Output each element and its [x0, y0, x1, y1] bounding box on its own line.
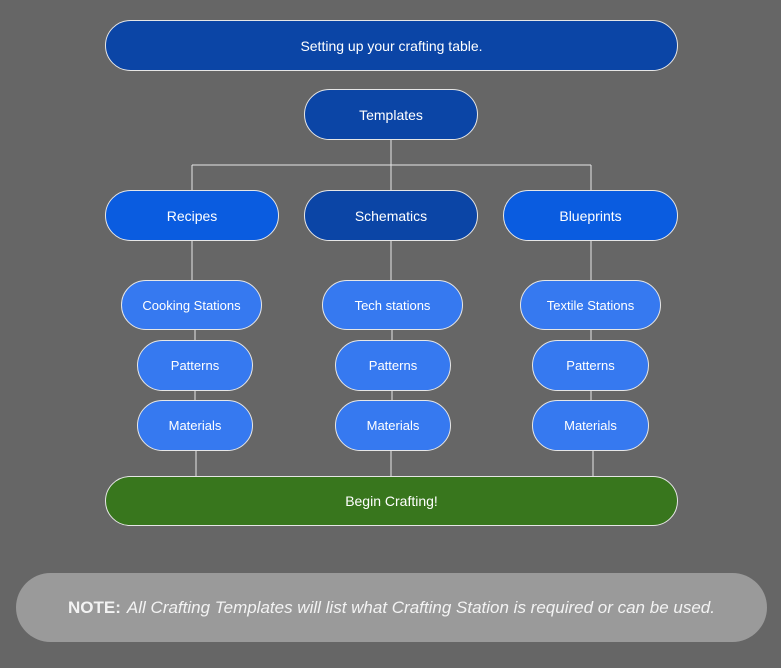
title-node: Setting up your crafting table. [105, 20, 678, 71]
tech-stations-node: Tech stations [322, 280, 463, 330]
note-text: All Crafting Templates will list what Cr… [126, 597, 715, 617]
blueprints-node: Blueprints [503, 190, 678, 241]
note-label: NOTE: [68, 597, 121, 617]
patterns-node-recipes: Patterns [137, 340, 253, 391]
recipes-node: Recipes [105, 190, 279, 241]
begin-crafting-node: Begin Crafting! [105, 476, 678, 526]
materials-node-blueprints: Materials [532, 400, 649, 451]
connector-column-2 [390, 330, 393, 476]
schematics-node: Schematics [304, 190, 478, 241]
connector-column-3 [590, 330, 594, 476]
templates-node: Templates [304, 89, 478, 140]
textile-stations-node: Textile Stations [520, 280, 661, 330]
cooking-stations-node: Cooking Stations [121, 280, 262, 330]
connector-column-1 [194, 330, 197, 476]
materials-node-schematics: Materials [335, 400, 451, 451]
patterns-node-blueprints: Patterns [532, 340, 649, 391]
connector-templates-branches [191, 140, 592, 190]
materials-node-recipes: Materials [137, 400, 253, 451]
patterns-node-schematics: Patterns [335, 340, 451, 391]
note-box: NOTE: All Crafting Templates will list w… [16, 573, 767, 642]
